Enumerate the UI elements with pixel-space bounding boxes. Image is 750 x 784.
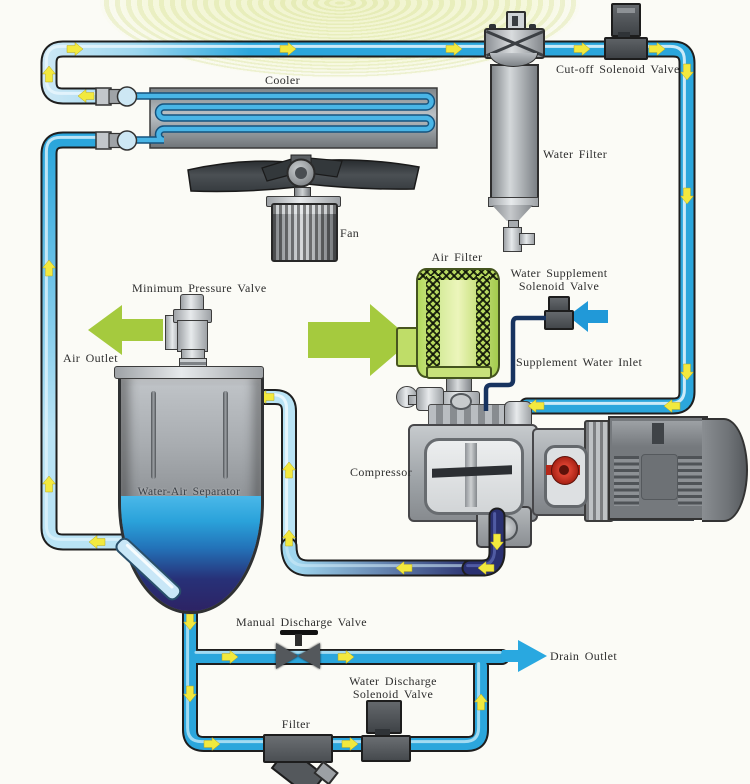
manual-valve-stem: [295, 634, 302, 646]
filter-label: Filter: [281, 717, 311, 731]
cooler-fittings: [95, 86, 138, 151]
separator-label: Water-Air Separator: [137, 486, 241, 498]
fan-label: Fan: [340, 226, 360, 240]
water-discharge-valve-label-line2: Solenoid Valve: [352, 687, 434, 701]
air-filter-mesh-right: [476, 276, 490, 372]
manual-discharge-valve-label: Manual Discharge Valve: [236, 615, 367, 629]
drain-outlet-label: Drain Outlet: [550, 649, 618, 663]
compressor-window: [424, 438, 524, 515]
pipe-discharge-run: [280, 537, 481, 577]
manual-valve-body-right: [298, 643, 320, 669]
water-filter-body: [490, 64, 539, 202]
min-pressure-valve-body: [177, 320, 208, 352]
minimum-pressure-valve-label: Minimum Pressure Valve: [132, 281, 267, 295]
water-discharge-solenoid-neck: [375, 729, 390, 737]
compressor-label: Compressor: [350, 465, 412, 479]
cooler-tube: [134, 93, 434, 143]
air-outlet-arrow-icon: [88, 305, 163, 355]
cutoff-solenoid-valve-coil: [611, 3, 641, 37]
air-filter-rim: [426, 366, 492, 379]
drain-outlet-arrow-icon: [502, 640, 547, 672]
fan-motor: [271, 203, 338, 262]
pipe-main-circuit: [40, 40, 696, 415]
filter-body: [263, 734, 333, 763]
motor-rear-cap: [702, 418, 748, 522]
separator-top-rim: [114, 366, 264, 379]
air-filter-mesh-top: [418, 270, 498, 280]
water-filter-drain-spout: [519, 233, 535, 245]
cutoff-solenoid-valve-label: Cut-off Solenoid Valve: [556, 62, 680, 76]
water-filter-bolt-icon: [529, 24, 536, 30]
air-filter-flange-port: [450, 393, 472, 410]
manual-valve-handle: [280, 630, 318, 635]
cutoff-solenoid-valve-neck: [618, 32, 630, 38]
cutoff-solenoid-valve-body: [604, 37, 648, 60]
water-supplement-valve-label-line2: Solenoid Valve: [518, 279, 600, 293]
water-supplement-solenoid-body: [544, 310, 574, 330]
water-filter-bolt-icon: [489, 24, 496, 30]
water-supplement-valve-label-line1: Water Supplement: [510, 266, 608, 280]
manual-valve-body-left: [276, 643, 298, 669]
cooler-label: Cooler: [264, 73, 301, 87]
air-filter-body: [416, 268, 500, 378]
air-filter-label: Air Filter: [431, 250, 483, 264]
coupling-hub: [559, 465, 569, 475]
separator-baffle-rod: [223, 391, 228, 479]
water-discharge-valve-label-line1: Water Discharge: [349, 674, 437, 688]
fan-blades: [187, 154, 420, 193]
air-filter-mesh-left: [426, 276, 440, 372]
cooler-core: [134, 87, 438, 149]
water-filter-label: Water Filter: [543, 147, 608, 161]
water-discharge-solenoid-body: [361, 735, 411, 762]
air-outlet-label: Air Outlet: [63, 351, 118, 365]
separator-baffle-rod: [151, 391, 156, 479]
pipe-left-riser: [40, 131, 137, 551]
supplement-water-inlet-label: Supplement Water Inlet: [516, 355, 643, 369]
supplement-inlet-arrow-icon: [568, 301, 608, 332]
air-intake-arrow-icon: [308, 304, 412, 376]
flow-arrows: [42, 41, 694, 751]
motor-body: [608, 416, 708, 520]
